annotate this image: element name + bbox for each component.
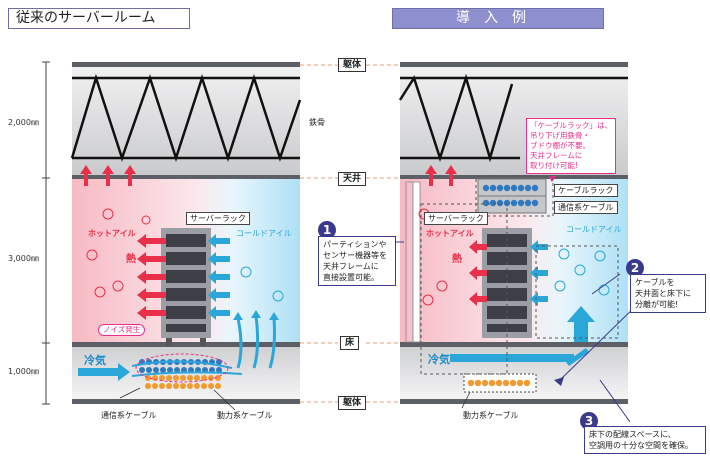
label-body-top: 躯体: [338, 58, 367, 72]
label-cold-aisle-left: コールドアイル: [236, 229, 292, 238]
cold-intake-arrows-right: [530, 240, 548, 306]
label-cold-air-left: 冷気: [84, 354, 106, 367]
label-steel-frame: 鉄骨: [306, 117, 328, 128]
callout-3-badge: 3: [580, 412, 598, 430]
label-heat-right: 熱: [452, 254, 462, 265]
cold-up-arrow: [567, 306, 595, 342]
label-body-bottom: 躯体: [338, 396, 367, 410]
dimension-lower: 1,000㎜: [8, 367, 39, 376]
underfloor-cold-duct: [450, 354, 574, 362]
dimension-axis: [42, 61, 50, 405]
power-cable-right: [461, 373, 537, 409]
layer-connectors: [300, 64, 400, 403]
cold-puffs: [240, 266, 284, 302]
heat-rise-arrows-right: [425, 165, 457, 186]
label-hot-aisle-right: ホットアイル: [426, 229, 474, 238]
hot-exhaust-arrows: [137, 234, 166, 320]
dimension-upper: 2,000㎜: [8, 118, 39, 127]
heat-rise-arrows: [80, 165, 136, 186]
steel-truss: [70, 73, 302, 163]
callout-2: ケーブルを 天井面と床下に 分離が可能!: [630, 274, 706, 313]
callout-2-badge: 2: [626, 259, 644, 277]
server-rack-left: [161, 228, 211, 346]
label-hot-aisle-left: ホットアイル: [88, 229, 136, 238]
left-panel: [70, 62, 302, 411]
hot-exhaust-arrows-right: [469, 240, 487, 306]
cold-intake-arrows: [208, 234, 230, 320]
label-comm-cable-left: 通信系ケーブル: [98, 410, 160, 421]
label-power-cable-left: 動力系ケーブル: [214, 410, 276, 421]
callout-1-badge: 1: [318, 221, 336, 239]
label-noise: ノイズ発生: [98, 324, 146, 336]
label-comm-cable-right: 通信系ケーブル: [554, 201, 618, 214]
header-conventional: 従来のサーバールーム: [8, 8, 190, 29]
label-cold-air-right: 冷気: [428, 353, 450, 366]
cold-puffs-right: [554, 248, 610, 296]
right-panel: [372, 62, 643, 423]
label-ceiling: 天井: [338, 172, 367, 186]
label-heat-left: 熱: [126, 254, 136, 265]
cable-bundle-left: [119, 353, 243, 411]
cold-rise-arrows: [236, 315, 276, 369]
callout-3: 床下の配線スペースに、 空調用の十分な空間を確保。: [584, 426, 706, 454]
header-example: 導入例: [392, 8, 604, 29]
partition: [405, 181, 414, 343]
heat-puffs: [86, 208, 151, 298]
cable-rack-ceiling: [477, 178, 547, 214]
underfloor-cold-arrow: [78, 363, 130, 381]
label-power-cable-right: 動力系ケーブル: [460, 410, 522, 421]
label-floor: 床: [340, 336, 360, 350]
label-server-rack-left: サーバーラック: [186, 212, 250, 225]
label-server-rack-right: サーバーラック: [424, 212, 488, 225]
label-cable-rack: ケーブルラック: [554, 184, 618, 197]
callout-1: パーティションや センサー機器等を 天井フレームに 直接設置可能。: [318, 236, 396, 286]
label-cold-aisle-right: コールドアイル: [566, 225, 622, 234]
cable-rack-note: 「ケーブルラック」は、 吊り下げ用鉄骨・ ブドウ棚が不要。 天井フレームに 取り…: [526, 118, 617, 174]
dimension-middle: 3,000㎜: [8, 254, 39, 263]
steel-truss-right: [398, 73, 628, 163]
